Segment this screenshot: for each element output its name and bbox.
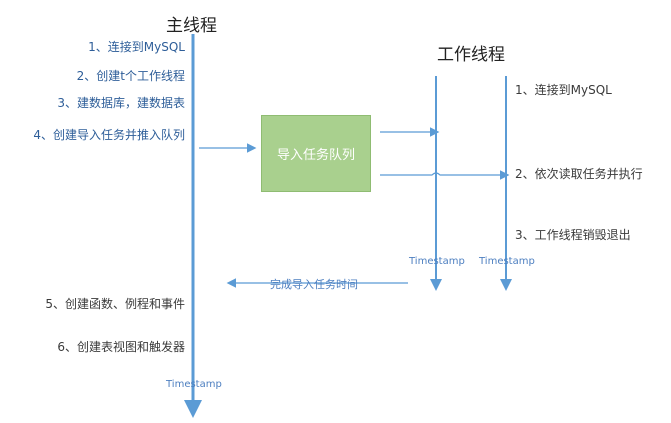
task-queue-label: 导入任务队列 <box>276 148 355 163</box>
main-timestamp: Timestamp <box>166 379 222 390</box>
worker-step-2: 2、依次读取任务并执行 <box>515 167 643 181</box>
main-step-5: 5、创建函数、例程和事件 <box>45 297 185 311</box>
main-step-6: 6、创建表视图和触发器 <box>57 340 185 354</box>
worker-timestamp-1: Timestamp <box>409 256 465 267</box>
worker-thread-title: 工作线程 <box>437 45 505 65</box>
main-step-3: 3、建数据库，建数据表 <box>57 96 185 110</box>
main-step-4: 4、创建导入任务并推入队列 <box>33 128 185 142</box>
task-queue-box: 导入任务队列 <box>261 115 371 192</box>
dispatch-arrow-2 <box>380 170 510 180</box>
main-step-1: 1、连接到MySQL <box>88 40 185 54</box>
worker-step-3: 3、工作线程销毁退出 <box>515 228 631 242</box>
worker-timestamp-2: Timestamp <box>479 256 535 267</box>
worker-step-1: 1、连接到MySQL <box>515 83 612 97</box>
main-step-2: 2、创建t个工作线程 <box>76 69 185 83</box>
main-thread-title: 主线程 <box>166 16 217 36</box>
completion-note: 完成导入任务时间 <box>270 278 358 291</box>
